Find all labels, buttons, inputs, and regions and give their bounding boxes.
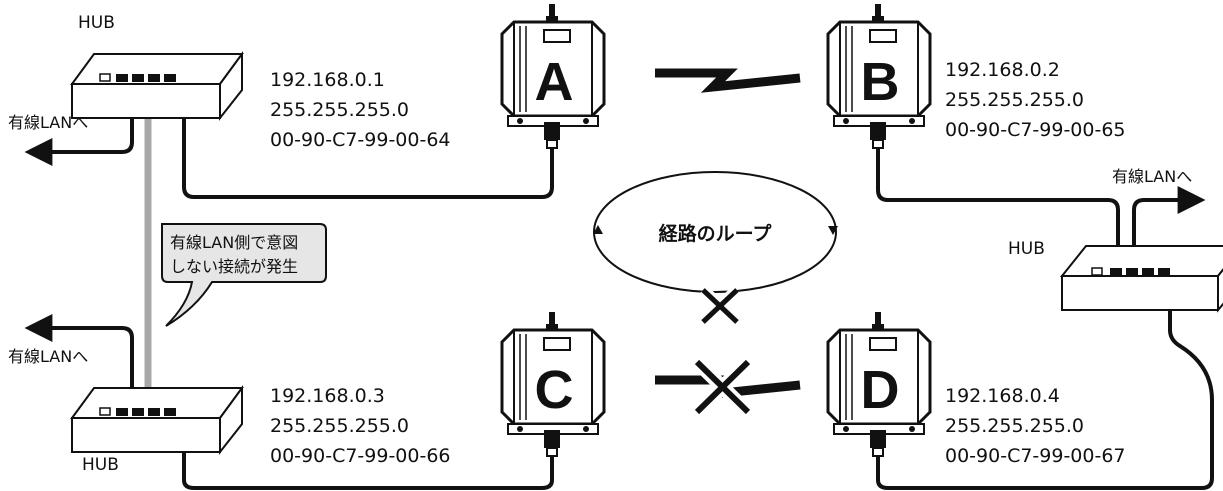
subnet-mask: 255.255.255.0 [270,415,409,437]
ip-address: 192.168.0.1 [270,69,385,91]
access-point-c: C [500,310,606,458]
cable-hub-a [182,92,554,199]
blocked-link-cd-mark [692,357,753,417]
hub-top-left [71,53,243,119]
wired-lan-label-top-left: 有線LANへ [8,113,88,132]
device-letter-a: A [535,52,574,112]
cable-hub-right-d [876,290,1214,490]
wired-lan-arrow-bottom-left [24,314,134,404]
cable-b-hub-right [876,148,1120,268]
subnet-mask: 255.255.255.0 [270,99,409,121]
ip-address: 192.168.0.2 [945,59,1060,81]
hub-bottom-left [71,387,243,453]
loop-label: 経路のループ [659,222,773,245]
device-info-c: 192.168.0.3 255.255.255.0 00-90-C7-99-00… [270,385,451,467]
device-info-d: 192.168.0.4 255.255.255.0 00-90-C7-99-00… [945,385,1126,467]
wired-lan-label-bottom-left: 有線LANへ [8,347,88,366]
access-point-b: B [826,2,932,150]
callout-unintended-connection: 有線LAN側で意図 しない接続が発生 [161,223,327,327]
hub-label-top-left: HUB [78,13,115,33]
cable-hub-c [182,420,554,490]
subnet-mask: 255.255.255.0 [945,89,1084,111]
hub-label-right: HUB [1008,239,1045,259]
loop-arrowhead-right [828,226,838,235]
ip-address: 192.168.0.4 [945,385,1060,407]
wired-lan-arrow-top-left [24,94,134,166]
ip-address: 192.168.0.3 [270,385,385,407]
device-info-b: 192.168.0.2 255.255.255.0 00-90-C7-99-00… [945,59,1126,141]
wireless-link-ab [655,68,801,93]
device-letter-c: C [535,360,574,420]
access-point-a: A [500,2,606,150]
subnet-mask: 255.255.255.0 [945,415,1084,437]
mac-address: 00-90-C7-99-00-64 [270,129,451,151]
loop-arrowhead-left [593,225,603,234]
wired-lan-label-right: 有線LANへ [1112,167,1192,186]
access-point-d: D [826,310,932,458]
hub-label-bottom-left: HUB [82,455,119,475]
mac-address: 00-90-C7-99-00-67 [945,445,1126,467]
blocked-loop-mark [698,285,742,327]
device-letter-b: B [861,52,900,112]
mac-address: 00-90-C7-99-00-65 [945,119,1126,141]
device-letter-d: D [861,360,900,420]
route-loop-ellipse [593,171,837,293]
hub-right [1059,245,1223,313]
device-info-a: 192.168.0.1 255.255.255.0 00-90-C7-99-00… [270,69,451,151]
callout-line-1: 有線LAN側で意図 [170,233,298,252]
mac-address: 00-90-C7-99-00-66 [270,445,451,467]
callout-line-2: しない接続が発生 [170,257,298,276]
wired-lan-arrow-right [1132,186,1206,272]
